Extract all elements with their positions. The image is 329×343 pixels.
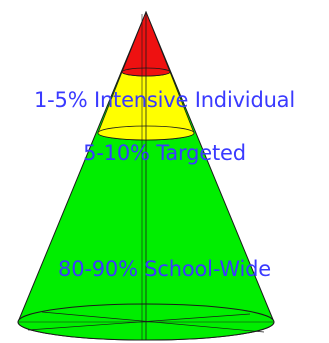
tier-label-intensive: 1-5% Intensive Individual [34, 88, 295, 112]
tier-label-targeted: 5-10% Targeted [83, 141, 246, 165]
tier-label-school-wide: 80-90% School-Wide [58, 257, 271, 281]
